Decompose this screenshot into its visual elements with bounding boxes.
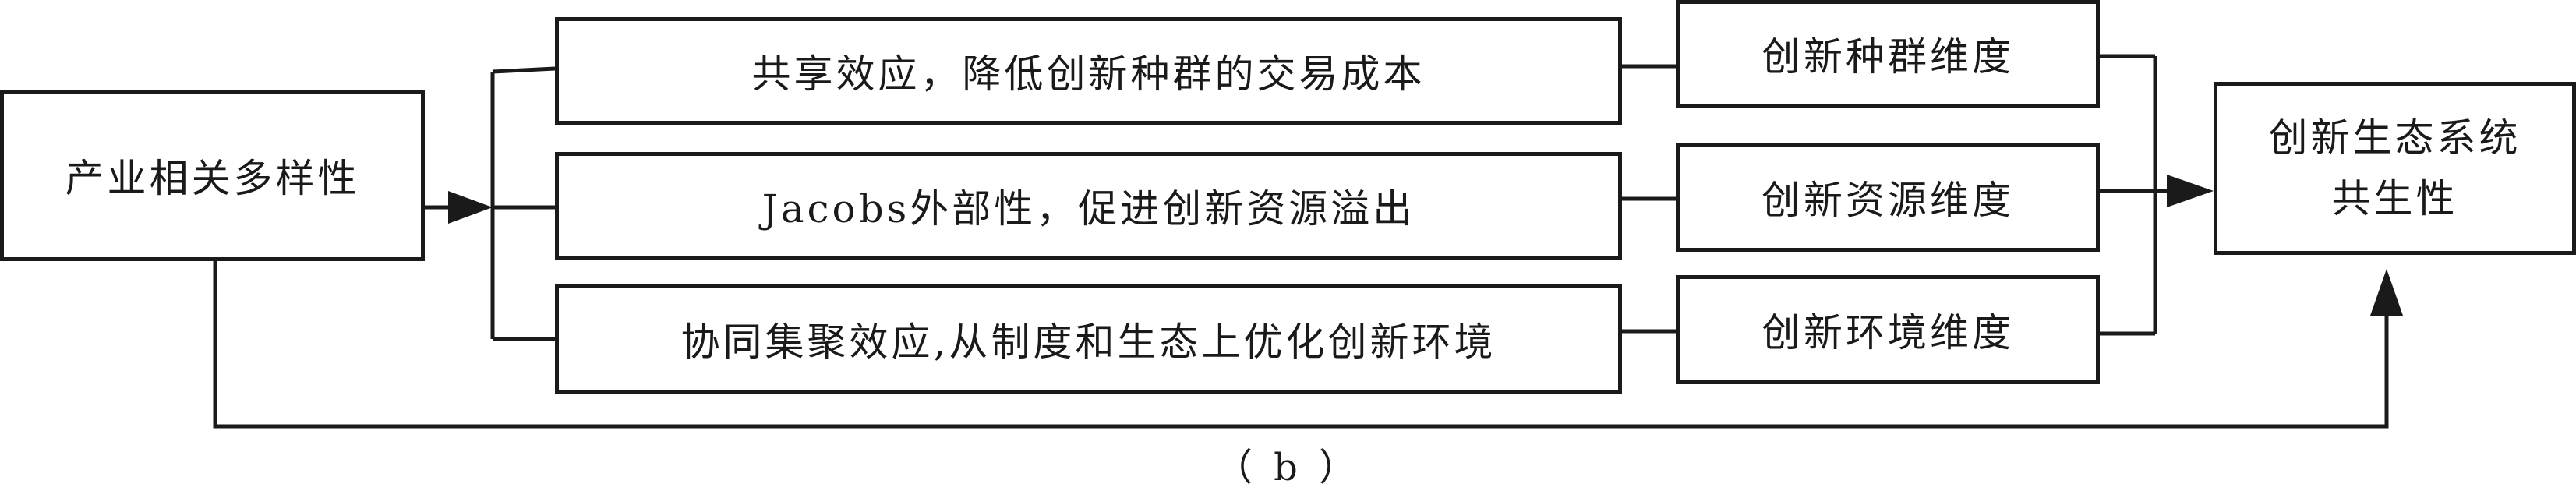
dimension-box-2: 创新资源维度 (1676, 143, 2100, 252)
dimension-box-1: 创新种群维度 (1676, 0, 2100, 108)
dimension-label-1: 创新种群维度 (1762, 34, 2014, 79)
effect-box-2: Jacobs外部性，促进创新资源溢出 (555, 152, 1622, 260)
effect-box-3: 协同集聚效应,从制度和生态上优化创新环境 (555, 284, 1622, 394)
target-label-line-1: 创新生态系统 (2268, 115, 2521, 161)
dimension-label-3: 创新环境维度 (1762, 310, 2014, 355)
effect-label-2: Jacobs外部性，促进创新资源溢出 (761, 186, 1415, 231)
effect-label-1: 共享效应，降低创新种群的交易成本 (751, 51, 1426, 97)
figure-caption: （ b ） (1214, 446, 1362, 489)
dimension-label-2: 创新资源维度 (1762, 178, 2014, 223)
source-to-branch-arrow (425, 191, 493, 224)
effect-label-3: 协同集聚效应,从制度和生态上优化创新环境 (680, 320, 1496, 365)
target-label-line-2: 共生性 (2331, 176, 2458, 221)
target-box: 创新生态系统 共生性 (2214, 82, 2576, 255)
merge-to-target-arrow (2100, 175, 2214, 207)
source-box: 产业相关多样性 (0, 90, 425, 261)
dimension-box-3: 创新环境维度 (1676, 275, 2100, 384)
bypass-arrow (213, 261, 2403, 429)
source-label: 产业相关多样性 (65, 156, 360, 201)
effect-box-1: 共享效应，降低创新种群的交易成本 (555, 17, 1622, 125)
branch-to-effect-1 (492, 66, 556, 74)
